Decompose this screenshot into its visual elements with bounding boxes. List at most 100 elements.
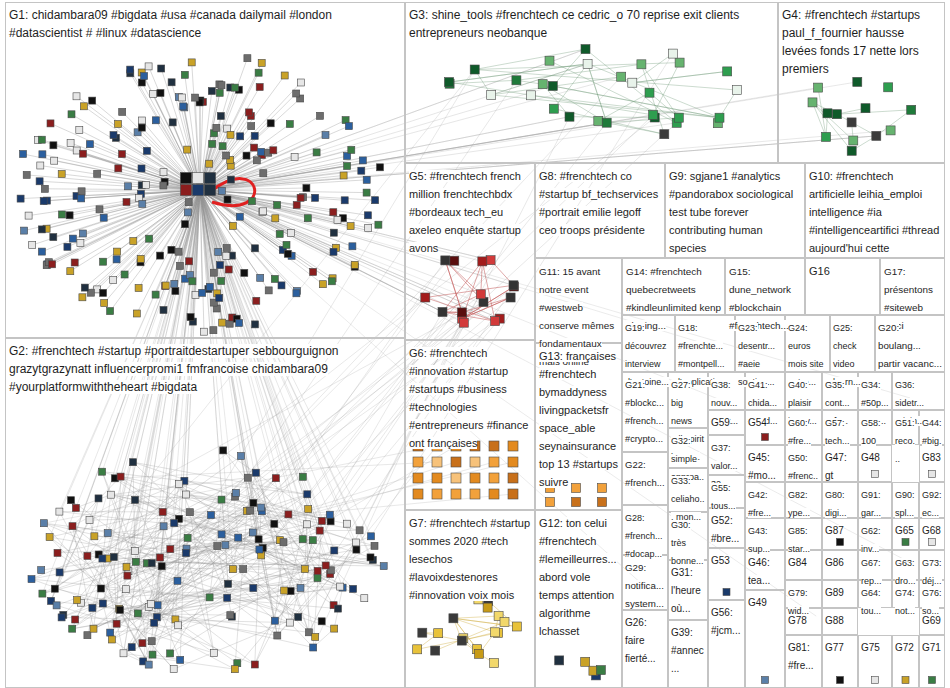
vertex-icon (86, 517, 93, 524)
vertex-icon (216, 89, 223, 96)
group-label: G42: #fre... (748, 490, 771, 518)
group-label: G71 (922, 642, 941, 653)
graph-edge (152, 190, 200, 563)
vertex-icon (508, 457, 518, 467)
graph-edge (133, 462, 309, 632)
vertex-icon (314, 575, 321, 582)
graph-edge (200, 160, 363, 190)
vertex-icon (434, 629, 443, 638)
graph-edge (121, 190, 200, 477)
vertex-icon (72, 616, 79, 623)
vertex-icon (352, 539, 359, 546)
group-label: G85: star... (788, 526, 810, 554)
vertex-icon (837, 539, 844, 546)
vertex-icon (244, 55, 251, 62)
vertex-icon (483, 603, 492, 612)
vertex-icon (267, 120, 274, 127)
vertex-icon (596, 666, 605, 675)
group-label: G81: #fre... (788, 642, 814, 671)
vertex-icon (64, 243, 71, 250)
vertex-icon (213, 124, 220, 131)
group-label: G63: dro... (895, 558, 916, 586)
vertex-icon (287, 619, 294, 626)
vertex-icon (312, 633, 319, 640)
group-label: G29: notifica... system... (625, 562, 664, 609)
vertex-icon (40, 198, 47, 205)
vertex-icon (361, 595, 368, 602)
group-panel: G11: 15 avant notre event #westweb conse… (535, 258, 622, 343)
vertex-icon (255, 536, 262, 543)
vertex-icon (100, 289, 107, 296)
vertex-icon (265, 287, 272, 294)
vertex-icon (331, 547, 338, 554)
graph-edge (200, 87, 260, 190)
vertex-icon (223, 245, 230, 252)
group-panel: G75 (858, 635, 892, 688)
vertex-icon (80, 150, 87, 157)
vertex-icon (94, 170, 101, 177)
graph-edge (553, 86, 720, 118)
graph-edge (553, 49, 586, 86)
group-label: G15: dune_network #blockchain #frenchtec… (729, 266, 791, 331)
group-label: G45: #mo... (748, 452, 776, 481)
vertex-icon (160, 182, 167, 189)
vertex-icon (431, 646, 440, 655)
graph-edge (124, 653, 235, 669)
vertex-icon (218, 496, 225, 503)
graph-edge (44, 523, 178, 581)
vertex-icon (224, 594, 231, 601)
vertex-icon (281, 587, 288, 594)
group-label: G53 (711, 555, 730, 566)
vertex-icon (549, 104, 558, 113)
vertex-icon (365, 225, 372, 232)
vertex-icon (762, 434, 769, 441)
graph-edge (253, 533, 301, 588)
group-panel: G15: dune_network #blockchain #frenchtec… (725, 258, 805, 315)
vertex-icon (297, 79, 304, 86)
vertex-icon (100, 214, 107, 221)
vertex-icon (219, 319, 226, 326)
vertex-icon (58, 171, 65, 178)
group-panel: G67: rep... (858, 550, 892, 580)
vertex-icon (162, 282, 169, 289)
vertex-icon (470, 489, 480, 499)
vertex-icon (123, 563, 130, 570)
vertex-icon (101, 300, 108, 307)
group-panel: G29: notifica... system... (622, 555, 668, 610)
vertex-icon (349, 243, 356, 250)
group-panel: G36: sidetr... rejoin... (892, 372, 945, 410)
group-panel: G1: chidambara09 #bigdata #usa #canada d… (5, 2, 405, 338)
group-panel: G86 (822, 550, 858, 580)
vertex-icon (458, 308, 467, 317)
group-label: G65 (895, 525, 914, 536)
group-panel: G49 (745, 590, 785, 688)
group-label: G2: #frenchtech #startup #portraitdestar… (9, 344, 339, 394)
vertex-icon (832, 110, 841, 119)
vertex-icon (192, 291, 199, 298)
vertex-icon (206, 160, 213, 167)
group-panel: G30: très bonne... (668, 512, 708, 560)
graph-edge (40, 181, 200, 190)
graph-edge (102, 472, 154, 623)
graph-edge (200, 58, 247, 190)
vertex-icon (128, 644, 135, 651)
group-label: G58: 100 (861, 418, 881, 446)
vertex-icon (258, 59, 265, 66)
group-label: G64: tou... (861, 588, 881, 616)
vertex-icon (181, 173, 192, 184)
vertex-icon (210, 327, 217, 334)
vertex-icon (274, 202, 281, 209)
vertex-icon (249, 529, 256, 536)
vertex-icon (509, 281, 518, 290)
vertex-icon (168, 79, 175, 86)
group-label: G46: tea... (748, 557, 770, 586)
graph-edge (121, 190, 200, 477)
vertex-icon (241, 269, 248, 276)
group-panel: G10: #frenchtech artificielle leihia_emp… (805, 163, 945, 258)
vertex-icon (478, 257, 487, 266)
group-panel: G22: #french... (622, 452, 668, 505)
graph-edge (52, 190, 200, 264)
group-label: G9: sgjane1 #analytics #pandorabox socio… (669, 170, 793, 254)
graph-edge (491, 77, 621, 95)
vertex-icon (583, 59, 592, 68)
